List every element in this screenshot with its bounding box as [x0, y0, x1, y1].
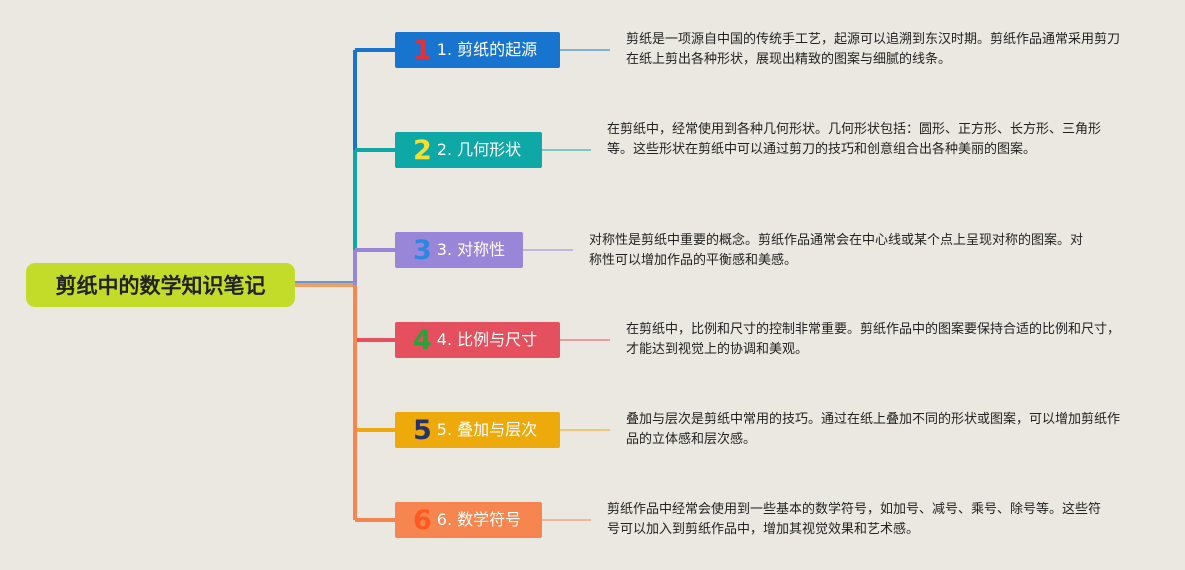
topic-number: 6 — [413, 504, 432, 536]
topic-label: 4. 比例与尺寸 — [436, 330, 538, 349]
root-title: 剪纸中的数学知识笔记 — [55, 274, 266, 298]
note-symmetry: 对称性是剪纸中重要的概念。剪纸作品通常会在中心线或某个点上呈现对称的图案。对称性… — [589, 233, 1084, 268]
topic-proportion[interactable]: 4 4. 比例与尺寸 — [395, 322, 560, 358]
topic-number: 3 — [413, 234, 432, 266]
topic-symmetry[interactable]: 3 3. 对称性 — [395, 232, 523, 268]
topic-label: 6. 数学符号 — [436, 510, 522, 529]
topic-label: 2. 几何形状 — [436, 140, 522, 159]
note-proportion: 在剪纸中，比例和尺寸的控制非常重要。剪纸作品中的图案要保持合适的比例和尺寸，才能… — [626, 322, 1121, 357]
topic-number: 1 — [413, 34, 432, 66]
topic-label: 1. 剪纸的起源 — [436, 40, 538, 59]
note-origin: 剪纸是一项源自中国的传统手工艺，起源可以追溯到东汉时期。剪纸作品通常采用剪刀在纸… — [626, 32, 1121, 67]
topic-layering[interactable]: 5 5. 叠加与层次 — [395, 412, 560, 448]
topic-number: 2 — [413, 134, 432, 166]
note-math-symbols: 剪纸作品中经常会使用到一些基本的数学符号，如加号、减号、乘号、除号等。这些符号可… — [607, 502, 1102, 537]
topic-label: 3. 对称性 — [436, 240, 506, 259]
topic-geometry[interactable]: 2 2. 几何形状 — [395, 132, 542, 168]
note-layering: 叠加与层次是剪纸中常用的技巧。通过在纸上叠加不同的形状或图案，可以增加剪纸作品的… — [626, 412, 1121, 447]
note-geometry: 在剪纸中，经常使用到各种几何形状。几何形状包括：圆形、正方形、长方形、三角形等。… — [607, 122, 1102, 157]
root-topic[interactable]: 剪纸中的数学知识笔记 — [26, 263, 295, 307]
topic-number: 4 — [413, 324, 432, 356]
topic-origin[interactable]: 1 1. 剪纸的起源 — [395, 32, 560, 68]
topic-label: 5. 叠加与层次 — [436, 420, 538, 439]
topic-number: 5 — [413, 414, 432, 446]
topic-math-symbols[interactable]: 6 6. 数学符号 — [395, 502, 542, 538]
